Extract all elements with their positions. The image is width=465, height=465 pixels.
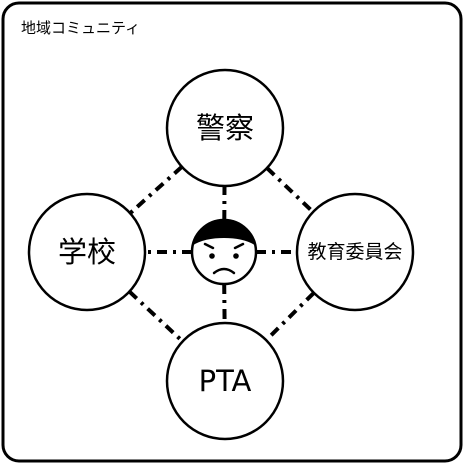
node-board-of-education: 教育委員会 — [295, 192, 415, 312]
school-label: 学校 — [58, 235, 116, 269]
left-eye-icon — [209, 253, 215, 259]
school-circle — [27, 192, 147, 312]
hair-icon — [192, 220, 256, 252]
link-police-school — [128, 165, 184, 215]
board-of-education-circle — [295, 192, 415, 312]
connection-lines — [128, 165, 316, 343]
left-brow-icon — [203, 242, 215, 250]
pta-label: PTA — [199, 364, 252, 398]
link-police-board-of-education — [265, 166, 315, 214]
node-police: 警察 — [165, 68, 285, 188]
region-label: 地域コミュニティ — [21, 19, 140, 37]
police-label: 警察 — [196, 111, 254, 145]
board-of-education-label: 教育委員会 — [307, 241, 402, 263]
mouth-icon — [212, 267, 236, 275]
pta-circle — [165, 321, 285, 441]
worried-child-face-icon — [190, 218, 258, 286]
right-brow-icon — [233, 242, 245, 250]
link-board-of-education-pta — [264, 291, 316, 342]
node-school: 学校 — [27, 192, 147, 312]
police-circle — [165, 68, 285, 188]
right-eye-icon — [233, 253, 239, 259]
node-pta: PTA — [165, 321, 285, 441]
